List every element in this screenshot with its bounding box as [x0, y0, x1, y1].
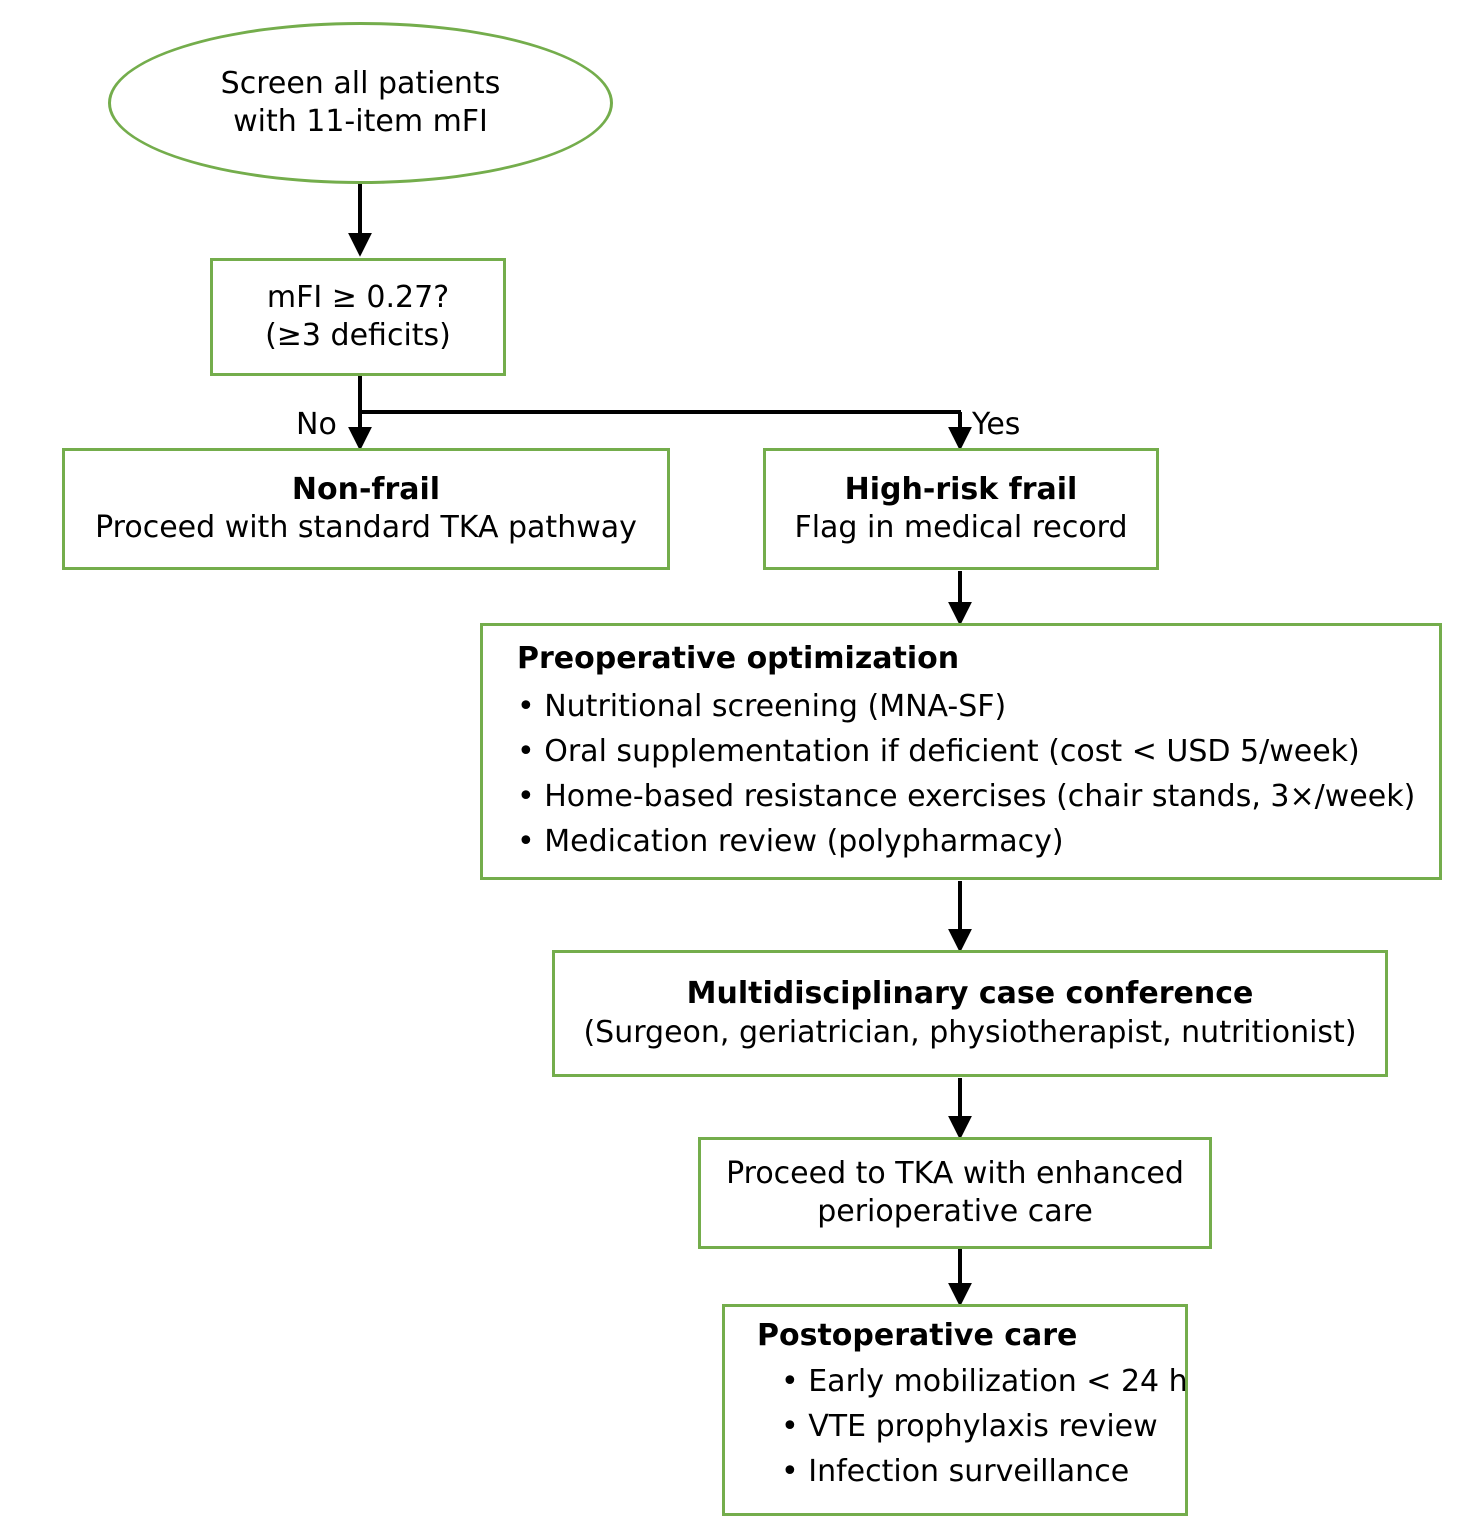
list-item: • Medication review (polypharmacy)	[517, 824, 1064, 860]
node-high-risk-frail[interactable]: High-risk frail Flag in medical record	[763, 448, 1159, 570]
edge-label-yes: Yes	[972, 407, 1021, 442]
node-mdt-title: Multidisciplinary case conference	[686, 976, 1254, 1012]
node-mdt-line2: (Surgeon, geriatrician, physiotherapist,…	[583, 1014, 1357, 1050]
node-proceed-tka-line2: perioperative care	[817, 1194, 1093, 1229]
list-item: • Infection surveillance	[781, 1454, 1130, 1490]
node-preop-title: Preoperative optimization	[517, 641, 960, 676]
node-decision-line2: (≥3 deficits)	[265, 318, 451, 353]
node-non-frail-line2: Proceed with standard TKA pathway	[95, 510, 637, 545]
node-mfi-decision[interactable]: mFI ≥ 0.27? (≥3 deficits)	[210, 258, 506, 376]
node-postop-bullet-list: • Early mobilization < 24 h • VTE prophy…	[757, 1359, 1209, 1494]
list-item: • Early mobilization < 24 h	[781, 1364, 1188, 1400]
node-high-risk-title: High-risk frail	[844, 471, 1078, 507]
node-preoperative-optimization[interactable]: Preoperative optimization • Nutritional …	[480, 623, 1442, 880]
node-high-risk-line2: Flag in medical record	[794, 510, 1128, 545]
node-non-frail[interactable]: Non-frail Proceed with standard TKA path…	[62, 448, 670, 570]
node-decision-line1: mFI ≥ 0.27?	[266, 279, 450, 315]
list-item: • Home-based resistance exercises (chair…	[517, 779, 1416, 815]
node-screen-line1: Screen all patients	[220, 65, 501, 101]
edge-label-no: No	[296, 407, 337, 442]
node-postoperative-care[interactable]: Postoperative care • Early mobilization …	[722, 1304, 1188, 1516]
node-postop-title: Postoperative care	[757, 1318, 1078, 1353]
list-item: • Oral supplementation if deficient (cos…	[517, 734, 1360, 770]
node-screen-all-patients[interactable]: Screen all patients with 11-item mFI	[108, 22, 613, 184]
list-item: • Nutritional screening (MNA-SF)	[517, 689, 1007, 725]
node-non-frail-title: Non-frail	[291, 471, 441, 507]
node-proceed-to-tka[interactable]: Proceed to TKA with enhanced perioperati…	[698, 1137, 1212, 1249]
node-proceed-tka-line1: Proceed to TKA with enhanced	[726, 1155, 1184, 1191]
node-preop-bullet-list: • Nutritional screening (MNA-SF) • Oral …	[517, 684, 1416, 864]
list-item: • VTE prophylaxis review	[781, 1409, 1158, 1445]
node-multidisciplinary-case-conference[interactable]: Multidisciplinary case conference (Surge…	[552, 950, 1388, 1077]
node-screen-line2: with 11-item mFI	[233, 104, 488, 139]
